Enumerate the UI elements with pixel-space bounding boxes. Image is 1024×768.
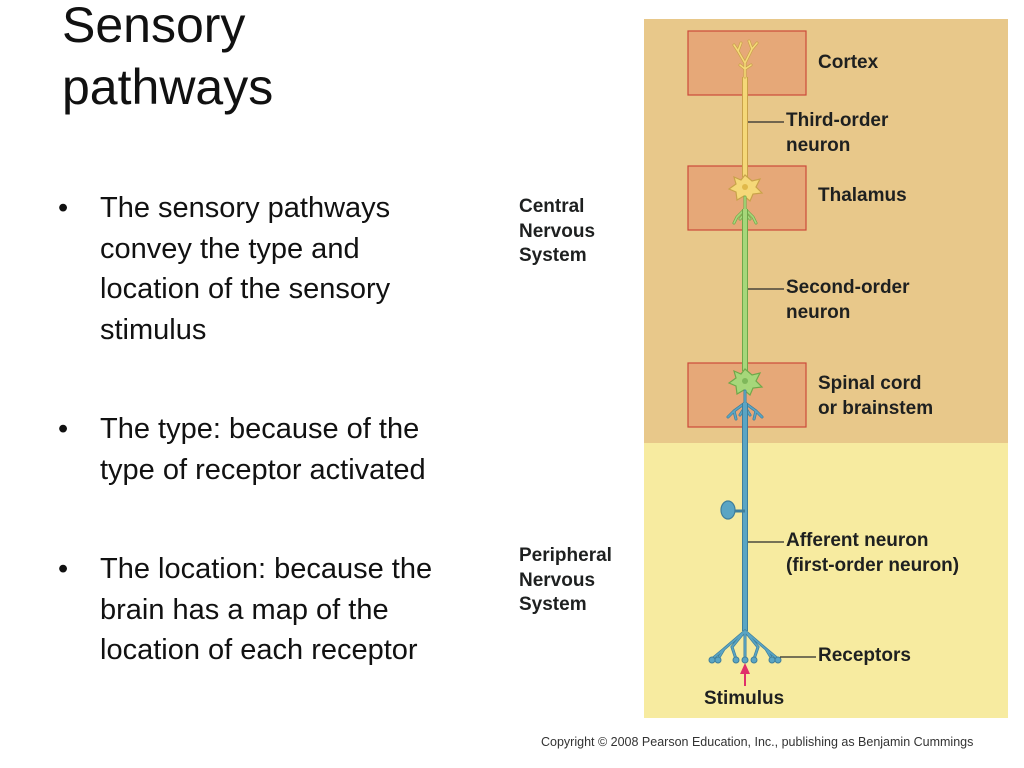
cns-label-line: Central	[519, 196, 585, 217]
leader-lines	[748, 121, 816, 658]
first-order-neuron	[708, 389, 782, 664]
third-order-neuron	[727, 39, 764, 202]
slide-title-line: pathways	[62, 59, 274, 115]
cortex-label: Cortex	[818, 52, 879, 73]
neuron-diagram	[644, 19, 1008, 718]
bullet-line: convey the type and	[100, 232, 360, 265]
afferent-label-line: (first-order neuron)	[786, 554, 960, 576]
thalamus-label: Thalamus	[818, 185, 907, 206]
spinal-cord-label: Spinal cord or brainstem	[818, 372, 933, 421]
afferent-neuron-label: Afferent neuron (first-order neuron)	[786, 529, 959, 578]
bullet-item: The location: because the brain has a ma…	[56, 549, 432, 671]
third-order-label-line: Third-order	[786, 110, 889, 131]
bullet-line: The type: because of the	[100, 413, 420, 445]
stimulus-arrow	[740, 663, 750, 686]
third-order-label-line: neuron	[786, 134, 851, 156]
second-order-label-line: neuron	[786, 301, 851, 323]
bullet-line: The sensory pathways	[100, 192, 391, 224]
stimulus-label: Stimulus	[704, 688, 785, 709]
bullet-item: The sensory pathways convey the type and…	[56, 188, 390, 350]
second-order-label: Second-order neuron	[786, 276, 910, 325]
afferent-cell-body	[720, 500, 736, 520]
bullet-line: location of the sensory	[100, 273, 391, 305]
sensory-pathway-figure: Cortex Third-order neuron Thalamus Secon…	[644, 19, 1008, 718]
pns-label-line: Nervous	[519, 569, 596, 591]
cns-label-line: Nervous	[519, 220, 596, 242]
bullet-line: brain has a map of the	[100, 593, 389, 626]
bullet-line: The location: because the	[100, 553, 433, 585]
slide-title-line: Sensory	[62, 0, 246, 53]
copyright-notice: Copyright © 2008 Pearson Education, Inc.…	[541, 735, 974, 749]
receptor-endings	[708, 656, 782, 664]
spinal-cord-label-line: Spinal cord	[818, 373, 922, 394]
spinal-cord-label-line: or brainstem	[818, 397, 934, 419]
afferent-label-line: Afferent neuron	[786, 530, 929, 551]
bullet-item: The type: because of the type of recepto…	[56, 409, 426, 490]
slide-title: Sensory pathways	[62, 0, 502, 118]
second-order-neuron	[727, 195, 764, 396]
third-order-label: Third-order neuron	[786, 109, 888, 158]
receptors-label: Receptors	[818, 645, 911, 666]
second-order-label-line: Second-order	[786, 277, 910, 298]
pns-label-line: System	[519, 594, 587, 615]
pns-side-label: Peripheral Nervous System	[519, 544, 639, 618]
bullet-line: stimulus	[100, 313, 207, 346]
bullet-line: location of each receptor	[100, 634, 418, 666]
bullet-line: type of receptor activated	[100, 453, 426, 486]
cns-side-label: Central Nervous System	[519, 195, 639, 269]
pns-label-line: Peripheral	[519, 545, 612, 566]
pns-background	[644, 443, 1008, 718]
cns-label-line: System	[519, 245, 587, 266]
